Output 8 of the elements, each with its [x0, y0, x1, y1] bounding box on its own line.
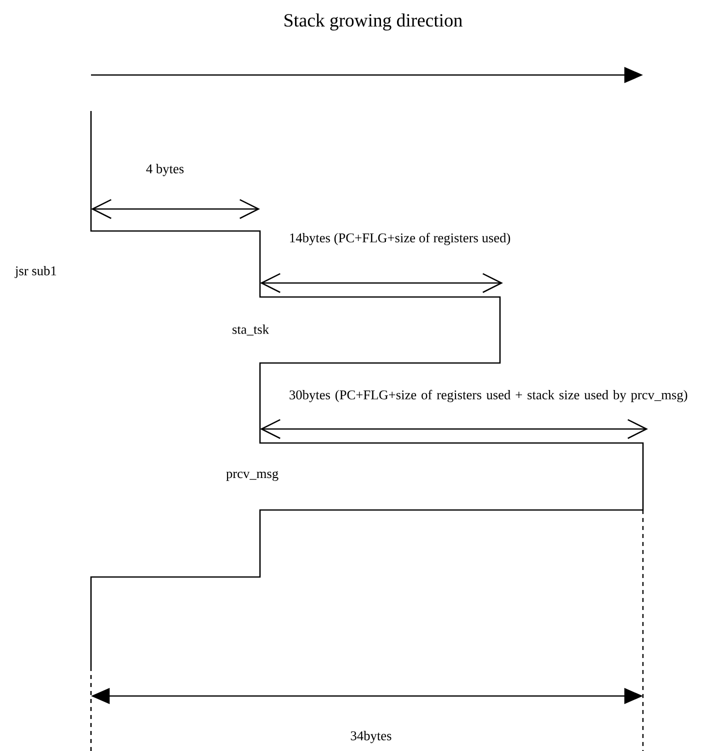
title: Stack growing direction: [284, 14, 462, 30]
call-label: prcv_msg: [226, 471, 278, 481]
dimension-label: 34bytes: [350, 730, 392, 744]
dimension-label: 14bytes (PC+FLG+size of registers used): [290, 232, 510, 246]
call-label: jsr sub1: [14, 266, 56, 278]
call-label: sta_tsk: [232, 324, 270, 336]
dimension-label: 30bytes (PC+FLG+size of registers used + stack size used by prcv_msg): [290, 390, 688, 402]
dimension-label: 4 bytes: [146, 164, 184, 176]
